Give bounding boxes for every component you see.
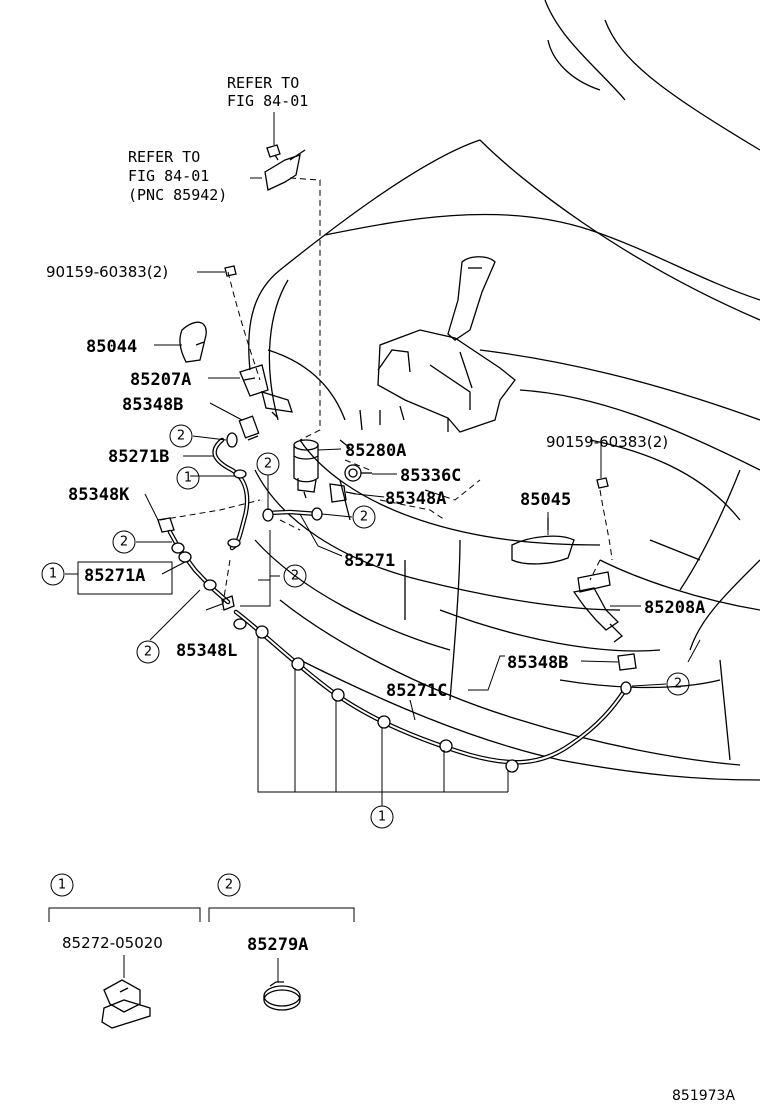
vehicle-body-outline: [248, 0, 760, 781]
legend-item-2-number: 2: [217, 873, 241, 897]
label-85045: 85045: [520, 490, 571, 510]
label-85348A: 85348A: [385, 489, 446, 509]
callout-2-g: 2: [666, 672, 690, 696]
svg-text:1: 1: [58, 878, 66, 893]
connector-85348B-top: [238, 415, 260, 441]
clip-type-1-icon: [101, 979, 151, 1029]
callout-2-d: 2: [283, 564, 307, 588]
svg-text:2: 2: [177, 429, 185, 444]
label-85271: 85271: [344, 551, 395, 571]
label-85348L: 85348L: [176, 641, 237, 661]
nozzle-85207A: [224, 265, 293, 419]
svg-text:2: 2: [144, 645, 152, 660]
label-85271C: 85271C: [386, 681, 447, 701]
svg-text:1: 1: [49, 567, 57, 582]
label-85280A: 85280A: [345, 441, 406, 461]
label-85271B: 85271B: [108, 447, 169, 467]
reference-bracket-top: [264, 144, 306, 191]
svg-text:2: 2: [291, 569, 299, 584]
cover-85045: [511, 518, 575, 565]
ref-mid-line3: (PNC 85942): [128, 186, 227, 204]
callout-1-a: 1: [176, 466, 200, 490]
svg-text:2: 2: [264, 457, 272, 472]
label-85208A: 85208A: [644, 598, 705, 618]
label-85207A: 85207A: [130, 370, 191, 390]
label-85336C: 85336C: [400, 466, 461, 486]
svg-text:1: 1: [378, 810, 386, 825]
washer-tank: [339, 256, 516, 449]
connector-85348K: [157, 517, 175, 533]
legend-item-1-part: 85272-05020: [62, 934, 163, 952]
ref-top-line2: FIG 84-01: [227, 92, 308, 110]
label-90159-left: 90159-60383(2): [46, 263, 168, 281]
callout-2-a: 2: [169, 424, 193, 448]
cover-85044: [179, 321, 207, 363]
legend: 1 85272-05020 2 85279A: [48, 873, 355, 1029]
svg-text:2: 2: [360, 510, 368, 525]
dashed-reference-lines: [159, 177, 613, 611]
svg-text:2: 2: [120, 535, 128, 550]
callout-1-c: 1: [370, 805, 394, 829]
ref-mid-line1: REFER TO: [128, 148, 200, 166]
ref-mid-line2: FIG 84-01: [128, 167, 209, 185]
label-85271A: 85271A: [84, 566, 145, 586]
callout-2-c: 2: [112, 530, 136, 554]
svg-text:1: 1: [184, 471, 192, 486]
callout-2-b: 2: [256, 452, 280, 476]
callout-1-b: 1: [41, 562, 65, 586]
callout-2-e: 2: [136, 640, 160, 664]
svg-text:2: 2: [225, 878, 233, 893]
label-90159-right: 90159-60383(2): [546, 433, 668, 451]
grommet-85336C: [344, 464, 372, 482]
connector-85348B-right: [617, 653, 637, 671]
legend-item-2-part: 85279A: [247, 935, 308, 955]
washer-hoses: [167, 437, 628, 765]
label-85348B-top: 85348B: [122, 395, 183, 415]
label-85348K: 85348K: [68, 485, 130, 505]
callout-2-f: 2: [352, 505, 376, 529]
leader-lines: [65, 112, 701, 806]
part-labels: REFER TO FIG 84-01 REFER TO FIG 84-01 (P…: [46, 74, 705, 701]
svg-text:2: 2: [674, 677, 682, 692]
ref-top-line1: REFER TO: [227, 74, 299, 92]
figure-id: 851973A: [672, 1088, 735, 1104]
hose-clips: [171, 432, 632, 773]
callout-circles: 2 1 2 2 1 2 2 2 2 1: [41, 424, 690, 829]
label-85348B-right: 85348B: [507, 653, 568, 673]
washer-pump-85280A: [293, 439, 319, 499]
nozzle-85208A: [572, 477, 623, 643]
clip-type-2-icon: [263, 981, 301, 1011]
label-85044: 85044: [86, 337, 137, 357]
legend-item-1-number: 1: [50, 873, 74, 897]
connector-85348A: [329, 483, 357, 503]
